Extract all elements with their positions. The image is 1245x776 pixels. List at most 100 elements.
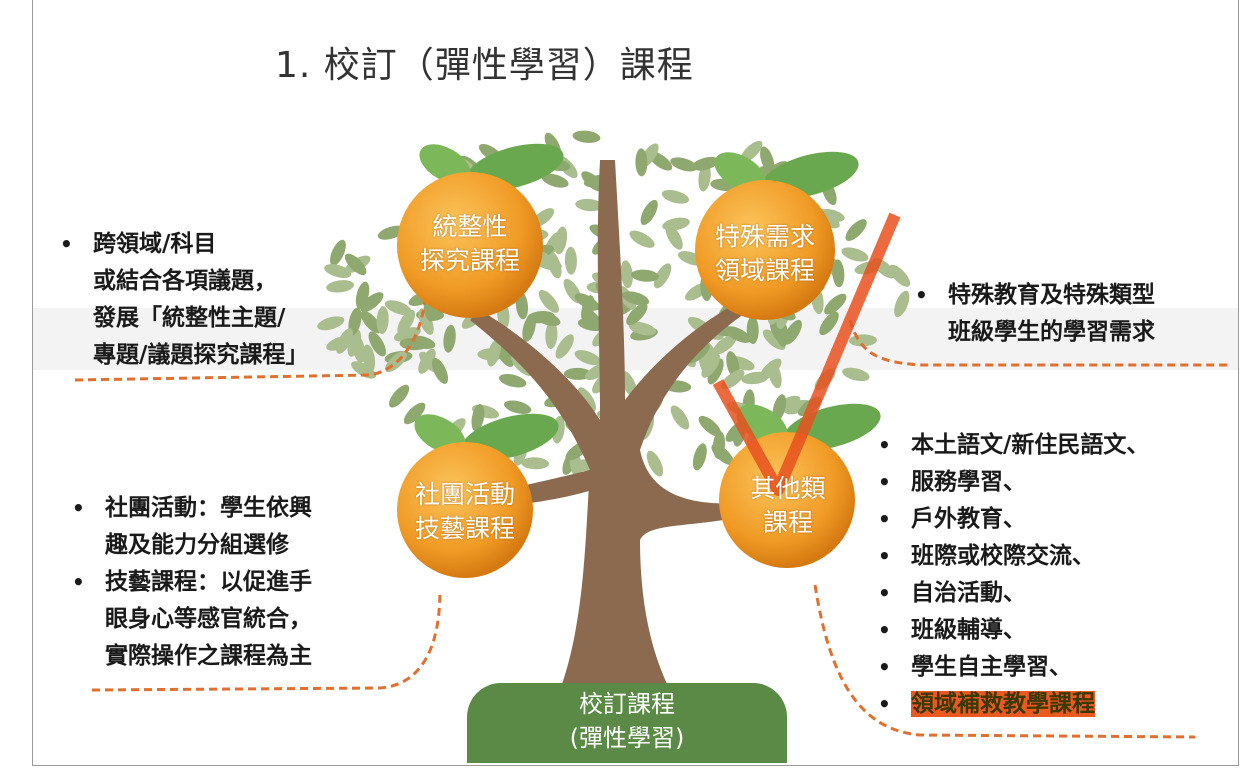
orange-label-special-needs: 特殊需求領域課程 bbox=[695, 220, 835, 288]
bullet-item: 跨領域/科目 bbox=[60, 226, 308, 263]
leaf bbox=[577, 387, 597, 412]
bullet-item: 服務學習、 bbox=[878, 464, 1149, 501]
leaf bbox=[759, 358, 782, 380]
leaf bbox=[397, 309, 416, 335]
leaf bbox=[712, 335, 737, 355]
leaf bbox=[646, 450, 664, 477]
top-right-description: 特殊教育及特殊類型 班級學生的學習需求 bbox=[915, 277, 1155, 351]
leaf bbox=[348, 307, 362, 336]
orange-label-other: 其他類課程 bbox=[718, 472, 858, 540]
checkmark-annotation bbox=[712, 212, 901, 496]
leaf bbox=[665, 224, 683, 250]
leaf bbox=[662, 217, 690, 231]
leaf bbox=[628, 321, 657, 336]
leaf bbox=[324, 264, 352, 278]
leaf bbox=[330, 239, 346, 266]
orange-line: 統整性 bbox=[432, 212, 508, 241]
leaf bbox=[522, 314, 536, 342]
base-line: (彈性學習) bbox=[569, 724, 685, 752]
leaf bbox=[355, 281, 370, 309]
orange-line: 其他類 bbox=[750, 474, 826, 503]
leaf bbox=[344, 253, 367, 276]
orange-fruit bbox=[397, 143, 564, 318]
leaf bbox=[360, 292, 384, 313]
leaf bbox=[841, 247, 869, 262]
orange-circle bbox=[719, 432, 855, 568]
leaf bbox=[541, 173, 569, 188]
leaf bbox=[635, 148, 648, 177]
leaf bbox=[533, 311, 561, 326]
leaf bbox=[661, 189, 690, 204]
orange-line: 探究課程 bbox=[419, 246, 520, 275]
orange-label-integrated: 統整性探究課程 bbox=[400, 210, 540, 278]
leaf bbox=[760, 146, 775, 174]
leaf bbox=[503, 400, 532, 414]
leaf bbox=[564, 246, 577, 275]
leaf bbox=[336, 328, 353, 354]
leaf bbox=[762, 329, 786, 350]
leaf bbox=[670, 157, 698, 172]
highlighted-item: 領域補救教學課程 bbox=[911, 691, 1095, 717]
leaf bbox=[725, 326, 751, 343]
leaf bbox=[545, 320, 558, 349]
leaf bbox=[629, 230, 655, 248]
base-line: 校訂課程 bbox=[579, 690, 675, 718]
bullet-item: 領域補救教學課程 bbox=[878, 686, 1149, 723]
leaf bbox=[707, 358, 724, 385]
slide-frame bbox=[32, 0, 1239, 766]
leaf bbox=[521, 457, 550, 470]
leaf bbox=[740, 140, 763, 163]
leaf bbox=[360, 310, 382, 334]
text-line: 特殊教育及特殊類型 bbox=[948, 282, 1155, 308]
text-line: 發展「統整性主題/ bbox=[93, 305, 286, 331]
leaf bbox=[351, 361, 377, 379]
bullet-item: 自治活動、 bbox=[878, 575, 1149, 612]
leaf bbox=[631, 269, 659, 282]
orange-line: 領域課程 bbox=[714, 256, 815, 285]
leaf bbox=[572, 130, 601, 143]
orange-label-club: 社團活動技藝課程 bbox=[395, 478, 535, 546]
leaf bbox=[376, 306, 389, 335]
leaf bbox=[574, 293, 600, 311]
top-left-description: 跨領域/科目 或結合各項議題， 發展「統整性主題/ 專題/議題探究課程」 bbox=[60, 226, 308, 374]
leaf bbox=[819, 311, 839, 336]
text-line: 技藝課程：以促進手 bbox=[105, 569, 312, 595]
leaf bbox=[317, 316, 345, 331]
leaf bbox=[824, 293, 847, 315]
text-line: 趣及能力分組選修 bbox=[105, 532, 289, 558]
orange-fruit bbox=[695, 151, 859, 320]
leaf bbox=[538, 290, 559, 313]
leaf bbox=[399, 338, 428, 351]
leaf bbox=[574, 350, 602, 366]
bullet-item: 特殊教育及特殊類型 bbox=[915, 277, 1155, 314]
leaf bbox=[368, 331, 386, 357]
slide-title: 1. 校訂（彈性學習）課程 bbox=[275, 45, 694, 86]
leaf bbox=[845, 219, 867, 241]
orange-circle bbox=[695, 180, 835, 320]
leaf bbox=[563, 367, 592, 380]
leaf bbox=[384, 300, 412, 316]
leaf bbox=[653, 263, 672, 289]
leaf bbox=[640, 199, 658, 226]
text-line: 或結合各項議題， bbox=[93, 268, 277, 294]
leaf bbox=[691, 156, 719, 171]
leaf bbox=[698, 163, 711, 192]
bullet-item: 本土語文/新住民語文、 bbox=[878, 427, 1149, 464]
orange-line: 課程 bbox=[762, 508, 813, 537]
leaf bbox=[575, 198, 604, 212]
leaf bbox=[769, 319, 787, 345]
leaf bbox=[670, 405, 690, 430]
leaf bbox=[783, 319, 802, 345]
text-line: 眼身心等感官統合， bbox=[105, 606, 312, 632]
leaf bbox=[842, 367, 870, 382]
tree-base-label: 校訂課程 (彈性學習) bbox=[467, 683, 787, 763]
text-line: 社團活動：學生依興 bbox=[105, 495, 312, 521]
leaf bbox=[352, 335, 366, 363]
leaf bbox=[499, 374, 527, 388]
leaf bbox=[388, 384, 410, 408]
text-line: 跨領域/科目 bbox=[93, 231, 217, 257]
bullet-item: 學生自主學習、 bbox=[878, 649, 1149, 686]
bullet-item: 班級輔導、 bbox=[878, 612, 1149, 649]
